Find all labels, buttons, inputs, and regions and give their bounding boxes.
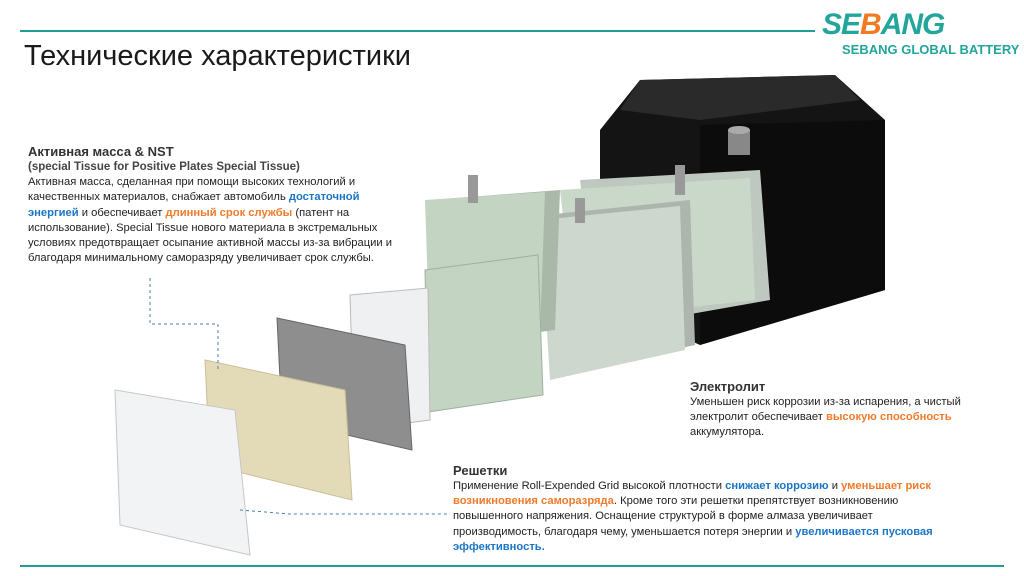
electrolyte-heading: Электролит bbox=[690, 379, 766, 394]
highlight: длинный срок службы bbox=[165, 206, 293, 219]
text: Активная масса, сделанная при помощи выс… bbox=[28, 176, 356, 204]
highlight: увеличивается пусковая эффективность. bbox=[453, 525, 933, 553]
text: Уменьшен риск коррозии из-за испарения, … bbox=[690, 396, 961, 424]
text: и bbox=[828, 480, 842, 492]
plate-stack-large bbox=[540, 170, 770, 380]
highlight: уменьшает риск возникновения саморазряда bbox=[453, 480, 932, 508]
connector-lines bbox=[149, 278, 450, 515]
separator-plate bbox=[424, 254, 544, 413]
active-mass-section: Активная масса & NST (special Tissue for… bbox=[28, 143, 413, 266]
text: . Кроме того эти решетки препятствует во… bbox=[453, 495, 899, 538]
active-mass-description: Активная масса, сделанная при помощи выс… bbox=[28, 175, 413, 266]
top-divider bbox=[20, 30, 815, 32]
logo-text: SE bbox=[822, 8, 861, 41]
active-mass-heading: Активная масса & NST bbox=[28, 144, 174, 159]
text: Применение Roll-Expended Grid высокой пл… bbox=[453, 480, 726, 492]
active-mass-subheading: (special Tissue for Positive Plates Spec… bbox=[28, 161, 300, 173]
bottom-divider bbox=[20, 565, 1004, 567]
text: (патент на использование). Special Tissu… bbox=[28, 206, 393, 265]
grids-description: Применение Roll-Expended Grid высокой пл… bbox=[453, 479, 963, 555]
logo-text: ANG bbox=[880, 8, 946, 41]
text: аккумулятора. bbox=[690, 426, 765, 439]
grid-plate-front bbox=[114, 389, 251, 556]
page-title: Технические характеристики bbox=[24, 40, 411, 72]
logo-text: B bbox=[860, 8, 882, 41]
electrolyte-section: Электролит Уменьшен риск коррозии из-за … bbox=[690, 378, 990, 441]
highlight: высокую способность bbox=[826, 411, 952, 424]
grids-section: Решетки Применение Roll-Expended Grid вы… bbox=[453, 462, 963, 555]
sebang-logo: SEBANG SEBANG GLOBAL BATTERY bbox=[822, 8, 1020, 58]
grids-heading: Решетки bbox=[453, 463, 508, 478]
highlight: снижает коррозию bbox=[725, 480, 829, 492]
electrolyte-description: Уменьшен риск коррозии из-за испарения, … bbox=[690, 395, 990, 441]
text: и обеспечивает bbox=[78, 206, 166, 219]
highlight: достаточной энергией bbox=[28, 191, 360, 219]
logo-tagline: SEBANG GLOBAL BATTERY bbox=[842, 42, 1020, 57]
